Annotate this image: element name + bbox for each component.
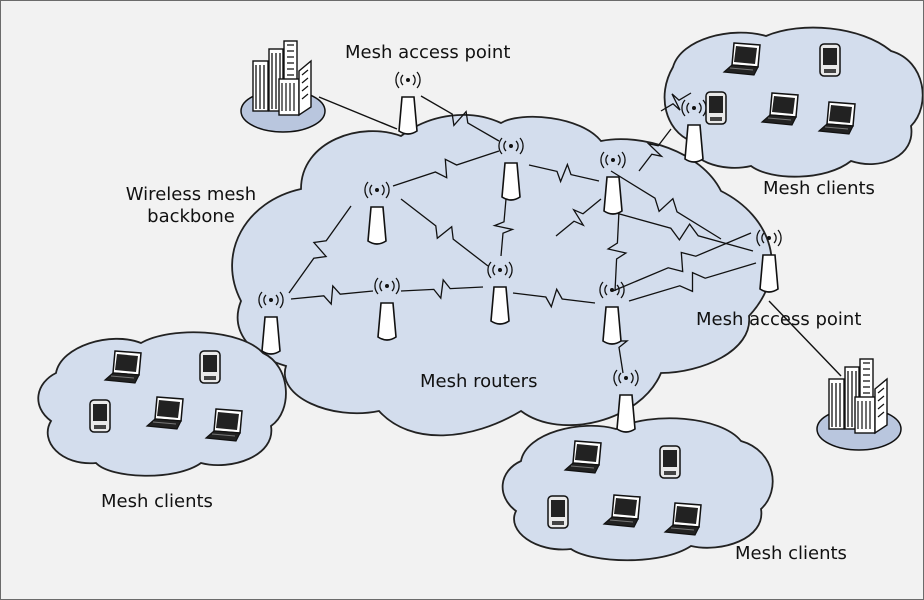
label-backbone-line1: Wireless mesh <box>125 184 257 205</box>
lightning-link-icon <box>420 95 500 142</box>
lightning-link-icon <box>288 205 352 294</box>
label-backbone-line2: backbone <box>147 206 235 227</box>
lightning-link-icon <box>555 198 602 237</box>
label-mesh-routers: Mesh routers <box>420 371 538 392</box>
building-icon <box>240 40 326 133</box>
lightning-link-icon <box>512 287 596 309</box>
lightning-link-icon <box>612 232 752 292</box>
pda-icon <box>89 399 111 433</box>
lightning-link-icon <box>615 212 754 252</box>
building-icon <box>816 358 902 451</box>
mesh-router-icon <box>395 71 421 135</box>
lightning-link-icon <box>610 170 722 240</box>
lightning-link-icon <box>660 92 692 112</box>
label-mesh-clients-bottom: Mesh clients <box>735 543 847 564</box>
wired-link-top <box>318 96 398 130</box>
lightning-link-icon <box>392 150 500 187</box>
lightning-link-icon <box>400 278 484 300</box>
pda-icon <box>659 445 681 479</box>
lightning-link-icon <box>492 198 515 257</box>
pda-icon <box>705 91 727 125</box>
backbone-cloud <box>231 114 773 437</box>
pda-icon <box>819 43 841 77</box>
wireless-links <box>288 92 757 374</box>
wired-link-right <box>768 300 842 377</box>
lightning-link-icon <box>290 284 374 306</box>
pda-icon <box>547 495 569 529</box>
label-mesh-clients-top-right: Mesh clients <box>763 178 875 199</box>
lightning-link-icon <box>528 162 600 184</box>
pda-icon <box>199 350 221 384</box>
lightning-link-icon <box>638 128 672 172</box>
lightning-link-icon <box>400 198 489 267</box>
label-mesh-clients-left: Mesh clients <box>101 491 213 512</box>
lightning-link-icon <box>606 210 628 292</box>
label-mesh-access-point-top: Mesh access point <box>345 42 511 63</box>
clients-cloud-bottom <box>501 417 774 562</box>
lightning-link-icon <box>628 262 757 302</box>
label-mesh-access-point-right: Mesh access point <box>696 309 862 330</box>
